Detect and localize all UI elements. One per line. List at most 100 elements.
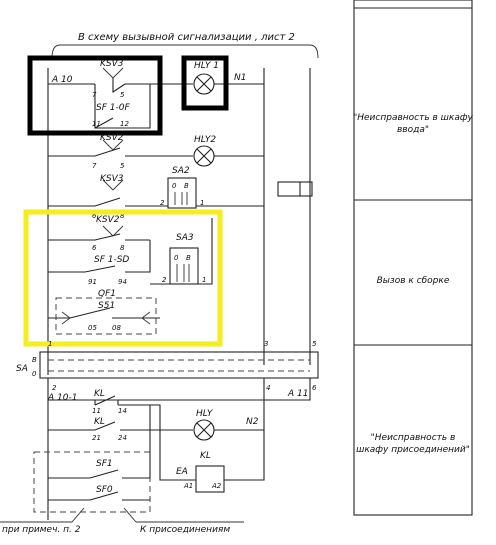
kl1-contact [94, 395, 119, 406]
highlight-box-sf1-sd [23, 209, 223, 347]
pin-94: 94 [118, 278, 127, 286]
pin-a2: A2 [211, 482, 222, 490]
node-n1: N1 [234, 73, 246, 83]
sf1-sd-label: SF 1-SD [94, 255, 129, 265]
pin-1c: 1 [48, 340, 52, 348]
pin-2c: 2 [52, 384, 57, 392]
hly-label: HLY [196, 409, 214, 419]
pin-8b: 8 [120, 244, 125, 252]
title-bracket-right [309, 44, 319, 59]
sa3-switch-box [169, 247, 199, 285]
sa3-pos-0: 0 [174, 254, 179, 262]
pin-5a: 5 [120, 91, 125, 99]
ksv3-top-contact [112, 78, 126, 94]
kl-coil-wires [118, 404, 265, 481]
hly2-label: HLY2 [194, 135, 216, 145]
sa3-contacts [176, 264, 190, 282]
note-left: при примеч. п. 2 [2, 525, 81, 535]
hly1-lamp-cross [196, 76, 212, 92]
sf0-contact [48, 491, 150, 501]
node-a10-1: A 10-1 [47, 393, 77, 403]
ea-label: EA [176, 467, 188, 477]
highlight-box-hly1 [181, 55, 229, 111]
sa3-wire [150, 218, 213, 285]
pin-6b: 6 [92, 244, 97, 252]
row1-top-wire [48, 83, 151, 100]
node-a11: A 11 [287, 389, 308, 399]
ksv2-mid-label: KSV2 [100, 133, 124, 143]
s51-label: S51 [98, 301, 115, 311]
s51-arrows [61, 311, 151, 325]
sf1-of-label: SF 1-0F [96, 103, 130, 113]
pin-6a: 6 [92, 212, 97, 220]
s51-contact [48, 307, 160, 319]
bus-b-label: B [32, 356, 37, 364]
pin-11a: 11 [92, 120, 101, 128]
ksv3-top-label: KSV3 [100, 59, 124, 69]
indicator-block [277, 181, 313, 197]
sa2-pos-b: B [184, 182, 189, 190]
sf1-dashed-box [33, 451, 151, 513]
kl2-contact-wire [48, 421, 193, 431]
hly-lamp-cross [196, 422, 212, 438]
hly1-label: HLY 1 [194, 61, 219, 71]
pin-05: 05 [88, 324, 97, 332]
right-column-dividers [354, 7, 472, 346]
schematic-title: В схему вызывной сигнализации , лист 2 [78, 32, 295, 43]
pin-1a: 1 [200, 199, 204, 207]
sa-label: SA [16, 364, 28, 374]
kl-coil-box [195, 465, 225, 493]
pin-3: 3 [264, 340, 268, 348]
sa-bus-frame [39, 351, 319, 379]
sf1-contact [48, 405, 151, 479]
sa2-contacts [174, 192, 188, 205]
ksv3-mid-label: KSV3 [100, 174, 124, 184]
note-left-leader [0, 507, 85, 523]
pin-6c: 6 [312, 384, 317, 392]
kl1-label: KL [94, 389, 105, 399]
sa2-switch-box [167, 177, 197, 209]
pin-08: 08 [112, 324, 121, 332]
pin-14: 14 [118, 407, 127, 415]
row2-wire [48, 147, 193, 157]
pin-2a: 2 [160, 199, 165, 207]
ksv2-low-label: KSV2 [96, 215, 120, 225]
node-a10: A 10 [51, 75, 73, 85]
qf1-label: QF1 [98, 289, 116, 299]
sf1-label: SF1 [96, 459, 113, 469]
pin-7a: 7 [92, 91, 97, 99]
pin-8a: 8 [120, 212, 125, 220]
note-right: К присоединениям [140, 525, 230, 535]
pin-11b: 11 [92, 407, 101, 415]
ksv3-top-symbol [102, 67, 124, 79]
pin-7b: 7 [92, 162, 97, 170]
sf1-sd-contact [48, 240, 151, 273]
pin-5b: 5 [120, 162, 125, 170]
sf1-of-contact [94, 100, 151, 129]
sf0-label: SF0 [96, 485, 113, 495]
sa2-pos-0: 0 [172, 182, 177, 190]
sa2-label: SA2 [172, 166, 190, 176]
lower-bus-wires [48, 378, 311, 420]
pin-4: 4 [266, 384, 270, 392]
note-right-leader [123, 507, 244, 523]
ksv3-mid-symbol [102, 179, 124, 191]
kl-coil-label: KL [200, 451, 211, 461]
pin-21: 21 [92, 434, 101, 442]
sa-bus-lines [48, 359, 310, 372]
pin-91: 91 [88, 278, 97, 286]
node-n2: N2 [246, 417, 259, 427]
pin-2b: 2 [162, 276, 167, 284]
kl2-label: KL [94, 417, 105, 427]
highlight-box-ksv3-sf1of [27, 55, 163, 136]
pin-a1: A1 [183, 482, 193, 490]
cell-2-text: Вызов к сборке [377, 276, 450, 286]
qf1-s51-dashed-box [55, 297, 157, 335]
hly2-lamp-cross [196, 148, 212, 164]
row3-wire [48, 197, 168, 207]
pin-12a: 12 [120, 120, 129, 128]
pin-1b: 1 [202, 276, 206, 284]
